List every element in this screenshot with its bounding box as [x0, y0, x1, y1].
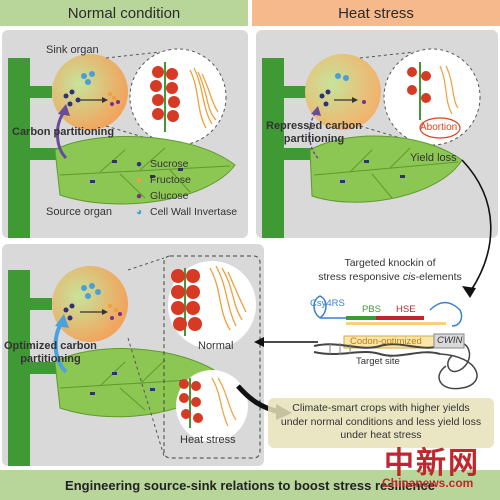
legend-item-sucrose: ● Sucrose [132, 158, 189, 170]
legend-item-glucose: ● Glucose [132, 190, 189, 202]
result-line3: under heat stress [340, 429, 422, 441]
knockin-label: Targeted knockin of stress responsive ci… [300, 256, 480, 284]
tomato-cluster-normal [150, 62, 180, 132]
carbon-partitioning-label: Carbon partitioning [12, 126, 115, 138]
legend-label: Cell Wall Invertase [150, 206, 238, 218]
heat-result-label: Heat stress [180, 434, 236, 446]
legend-item-fructose: ● Fructose [132, 174, 191, 186]
knockin-line1: Targeted knockin of [344, 257, 436, 269]
abortion-label: Abortion [420, 122, 458, 133]
tomato-cluster-optimized-heat [179, 378, 203, 428]
knockin-line2: stress responsive cis-elements [300, 270, 480, 284]
result-line2: under normal conditions and less yield l… [280, 415, 482, 428]
result-box [268, 398, 494, 448]
watermark-url: Chinanews.com [382, 476, 474, 490]
tomato-cluster-stressed [407, 62, 431, 120]
target-site-label: Target site [356, 356, 400, 367]
pollen-tubes-normal [189, 67, 219, 129]
optimized-line1: Optimized carbon [4, 340, 97, 352]
footer-title: Engineering source-sink relations to boo… [0, 470, 500, 500]
stressed-sink-circle [305, 54, 381, 130]
normal-result-label: Normal [198, 340, 234, 352]
pbs-label: PBS [362, 304, 382, 315]
glucose-dot-icon: ● [135, 190, 143, 202]
legend-label: Fructose [150, 174, 191, 186]
sucrose-dot-icon: ● [135, 158, 143, 170]
optimized-line2: partitioning [20, 353, 81, 365]
yield-loss-label: Yield loss [410, 152, 457, 164]
result-text: Climate-smart crops with higher yields u… [268, 402, 494, 443]
source-organ-label: Source organ [46, 206, 113, 218]
repressed-carbon-label: Repressed carbon partitioning [266, 120, 362, 146]
repressed-line2: partitioning [283, 133, 345, 145]
legend-label: Sucrose [150, 158, 189, 170]
fructose-dot-icon: ● [135, 174, 143, 186]
watermark-logo: 中新网 [384, 446, 480, 481]
knockin-line2-cis: cis [402, 271, 416, 283]
hse-label: HSE [396, 304, 416, 315]
legend-item-invertase: ◕ Cell Wall Invertase [132, 206, 237, 218]
tomato-cluster-optimized-normal [171, 268, 202, 336]
legend-label: Glucose [150, 190, 189, 202]
sink-organ-circle [52, 54, 128, 130]
cwin-label: CWIN [437, 335, 463, 346]
sink-organ-label: Sink organ [46, 44, 99, 56]
heat-stress-header: Heat stress [252, 0, 500, 26]
optimized-carbon-label: Optimized carbon partitioning [4, 340, 97, 366]
csy4rs-label: Csy4RS [310, 298, 345, 309]
optimized-sink-circle [52, 266, 128, 342]
abortion-ring [419, 117, 461, 139]
repressed-line1: Repressed carbon [266, 120, 362, 132]
codon-optimized-label: Codon-optimized [350, 336, 422, 347]
invertase-icon: ◕ [135, 206, 143, 218]
knockin-line2-part-c: -elements [415, 271, 462, 283]
engineering-construct [313, 295, 478, 390]
normal-condition-header: Normal condition [0, 0, 248, 26]
result-line1: Climate-smart crops with higher yields [292, 402, 470, 414]
knockin-line2-part-a: stress responsive [318, 271, 403, 283]
